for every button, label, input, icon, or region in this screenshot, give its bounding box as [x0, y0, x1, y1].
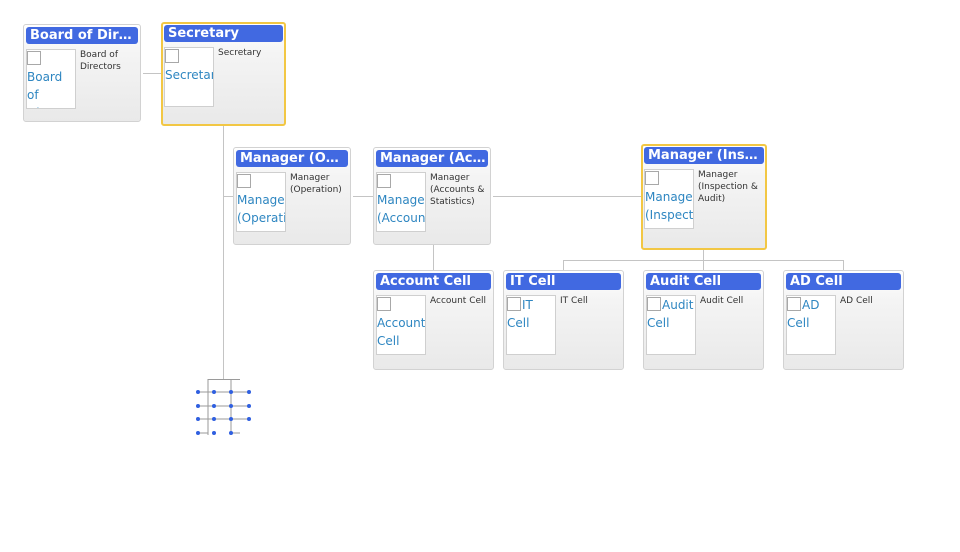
broken-image-icon: Secretary: [164, 47, 214, 107]
node-description: Manager (Operation): [290, 173, 342, 195]
org-node-board-of-directors[interactable]: Board of Directors Board of Directors Bo…: [23, 24, 141, 122]
broken-image-icon: Manager (Operation): [236, 172, 286, 232]
connector-trunk-operation: [223, 196, 234, 197]
org-node-account-cell[interactable]: Account Cell Account Cell Account Cell: [373, 270, 494, 370]
photo-alt-text: AD Cell: [787, 298, 820, 330]
broken-image-icon: AD Cell: [786, 295, 836, 355]
node-description: Audit Cell: [700, 296, 744, 306]
broken-image-icon: Manager (Accounts & Statistics): [376, 172, 426, 232]
org-node-manager-operation[interactable]: Manager (Operation) Manager (Operation) …: [233, 147, 351, 245]
photo-alt-text: Manager (Operation): [237, 193, 286, 225]
connector-inspection-down: [703, 249, 704, 260]
node-description: Account Cell: [430, 296, 487, 306]
node-title: Account Cell: [376, 273, 491, 290]
photo-alt-text: Secretary: [165, 68, 213, 82]
node-title: IT Cell: [506, 273, 621, 290]
node-title: AD Cell: [786, 273, 901, 290]
node-title: Board of Directors: [26, 27, 138, 44]
connector-accounts-inspection: [493, 196, 641, 197]
connector-board-secretary: [143, 73, 161, 74]
node-title: Audit Cell: [646, 273, 761, 290]
node-description: Manager (Inspection & Audit): [698, 170, 758, 204]
collapsed-children-icon[interactable]: [195, 379, 253, 435]
photo-alt-text: Audit Cell: [647, 298, 694, 330]
node-title: Secretary: [164, 25, 283, 42]
photo-alt-text: Manager (Inspection & Audit): [645, 190, 694, 228]
org-node-audit-cell[interactable]: Audit Cell Audit Cell Audit Cell: [643, 270, 764, 370]
org-node-ad-cell[interactable]: AD Cell AD Cell AD Cell: [783, 270, 904, 370]
node-title: Manager (Inspection & Audit): [644, 147, 764, 164]
node-description: Secretary: [218, 48, 262, 58]
photo-alt-text: IT Cell: [507, 298, 533, 330]
connector-accounts-account-cell: [433, 245, 434, 270]
connector-operation-accounts: [353, 196, 374, 197]
node-description: Manager (Accounts & Statistics): [430, 173, 485, 207]
org-node-it-cell[interactable]: IT Cell IT Cell IT Cell: [503, 270, 624, 370]
node-title: Manager (Operation): [236, 150, 348, 167]
org-node-manager-accounts[interactable]: Manager (Accounts & Statistics) Manager …: [373, 147, 491, 245]
org-node-manager-inspection[interactable]: Manager (Inspection & Audit) Manager (In…: [641, 144, 767, 250]
connector-bus-audit-cell: [703, 260, 704, 270]
broken-image-icon: Audit Cell: [646, 295, 696, 355]
broken-image-icon: IT Cell: [506, 295, 556, 355]
node-title: Manager (Accounts & Statistics): [376, 150, 488, 167]
org-node-secretary[interactable]: Secretary Secretary Secretary: [161, 22, 286, 126]
broken-image-icon: Account Cell: [376, 295, 426, 355]
photo-alt-text: Board of Directors: [27, 70, 75, 108]
broken-image-icon: Board of Directors: [26, 49, 76, 109]
node-description: AD Cell: [840, 296, 873, 306]
connector-bus-ad-cell: [843, 260, 844, 270]
photo-alt-text: Manager (Accounts & Statistics): [377, 193, 426, 231]
node-description: Board of Directors: [80, 50, 121, 72]
connector-bus-it-cell: [563, 260, 564, 270]
node-description: IT Cell: [560, 296, 588, 306]
connector-secretary-trunk: [223, 125, 224, 379]
photo-alt-text: Account Cell: [377, 316, 426, 348]
broken-image-icon: Manager (Inspection & Audit): [644, 169, 694, 229]
